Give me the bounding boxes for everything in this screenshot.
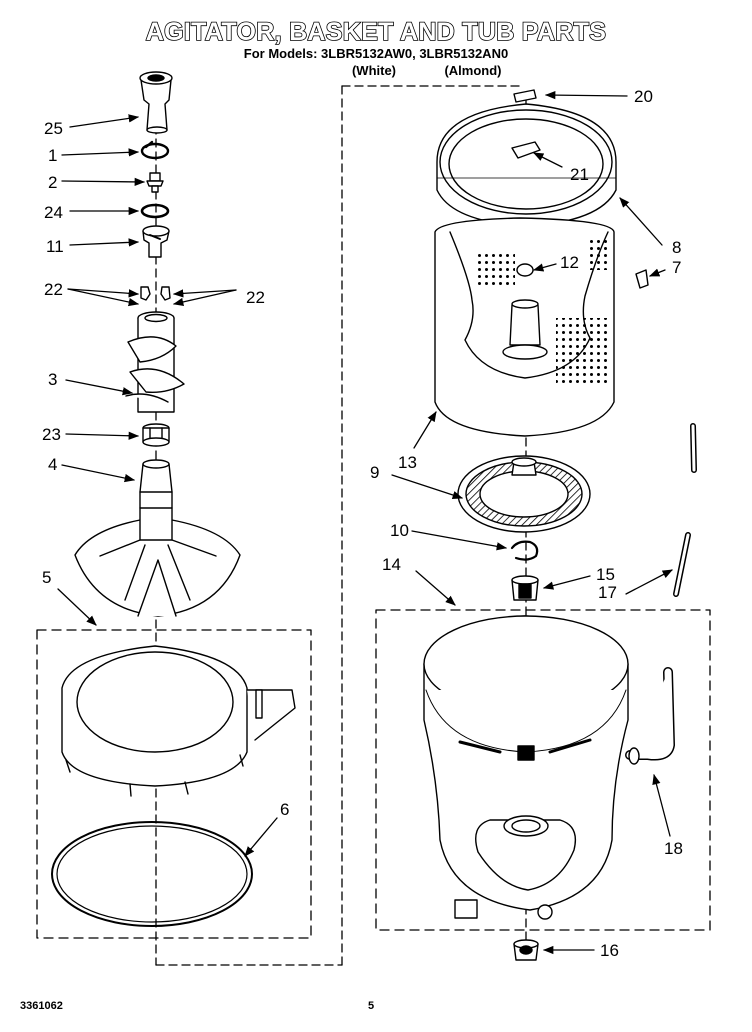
page-title: AGITATOR, BASKET AND TUB PARTS bbox=[145, 17, 607, 47]
callout-3: 3 bbox=[48, 370, 57, 389]
basket-hub bbox=[457, 455, 591, 533]
spanner-nut bbox=[513, 89, 537, 103]
basket-clip bbox=[511, 141, 541, 159]
color-almond-label: (Almond) bbox=[444, 63, 502, 78]
callout-4: 4 bbox=[48, 455, 57, 474]
callout-24: 24 bbox=[44, 203, 63, 222]
callout-22-left: 22 bbox=[44, 280, 63, 299]
callout-9: 9 bbox=[370, 463, 379, 482]
washer-basket bbox=[434, 217, 615, 437]
callout-14: 14 bbox=[382, 555, 401, 574]
leader-arrows bbox=[57, 90, 673, 955]
callout-18: 18 bbox=[664, 839, 683, 858]
callout-8: 8 bbox=[672, 238, 681, 257]
cam-bolt bbox=[146, 172, 164, 193]
callout-10: 10 bbox=[390, 521, 409, 540]
outer-tub bbox=[423, 615, 629, 920]
outer-tub-box bbox=[375, 609, 711, 931]
callout-23: 23 bbox=[42, 425, 61, 444]
clip-ring bbox=[140, 140, 170, 160]
agitator-cam bbox=[142, 225, 170, 258]
page-number: 5 bbox=[368, 1000, 375, 1012]
callout-labels: 25 1 2 24 11 22 22 3 23 4 5 6 20 21 8 7 … bbox=[42, 87, 683, 960]
color-white-label: (White) bbox=[351, 63, 397, 78]
agitator-base bbox=[74, 459, 241, 617]
agitator-ratchet bbox=[142, 423, 170, 447]
o-ring bbox=[140, 203, 170, 219]
drive-coupling bbox=[511, 575, 539, 601]
callout-16: 16 bbox=[600, 941, 619, 960]
callout-13: 13 bbox=[398, 453, 417, 472]
callout-25: 25 bbox=[44, 119, 63, 138]
agitator-auger bbox=[125, 311, 185, 413]
tub-nut bbox=[513, 939, 539, 961]
document-number: 3361062 bbox=[20, 1000, 63, 1012]
callout-17: 17 bbox=[598, 583, 617, 602]
basket-drive-box bbox=[36, 629, 312, 939]
callout-12: 12 bbox=[560, 253, 579, 272]
callout-22-right: 22 bbox=[246, 288, 265, 307]
callout-11: 11 bbox=[46, 237, 64, 256]
balance-ring bbox=[436, 103, 617, 227]
callout-7: 7 bbox=[672, 258, 681, 277]
callout-6: 6 bbox=[280, 800, 289, 819]
side-clip bbox=[635, 269, 649, 289]
callout-21: 21 bbox=[570, 165, 589, 184]
basket-drive bbox=[61, 645, 296, 797]
callout-2: 2 bbox=[48, 173, 57, 192]
models-line: For Models: 3LBR5132AW0, 3LBR5132AN0 bbox=[243, 46, 509, 61]
callout-5: 5 bbox=[42, 568, 51, 587]
callout-1: 1 bbox=[48, 146, 57, 165]
snap-ring bbox=[510, 540, 539, 561]
callout-15: 15 bbox=[596, 565, 615, 584]
agitator-cap bbox=[139, 71, 173, 134]
drain-hose bbox=[625, 667, 675, 765]
tub-ring bbox=[51, 821, 253, 927]
agitator-dogs bbox=[140, 286, 171, 301]
fill-hose bbox=[673, 423, 697, 597]
callout-20: 20 bbox=[634, 87, 653, 106]
